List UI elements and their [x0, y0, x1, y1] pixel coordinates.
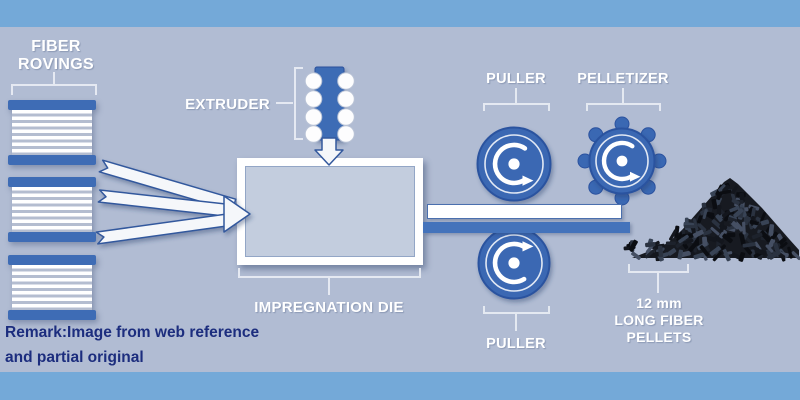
rotation-arrowhead: [522, 175, 534, 186]
feed-arrowhead: [223, 195, 251, 233]
puller-bottom-bracket: [483, 306, 550, 331]
spool-flange: [8, 177, 96, 187]
pellets-label-line2: LONG FIBER: [614, 311, 704, 328]
spool-flange: [8, 255, 96, 265]
pelletizer-label: PELLETIZER: [577, 71, 669, 87]
fiber-rovings-label-line1: FIBER: [31, 38, 81, 55]
remark-line1: Remark:Image from web reference: [5, 324, 260, 341]
remark-line2: and partial original: [5, 349, 144, 366]
puller-top-bracket: [483, 88, 550, 111]
fiber-roving-spool: [8, 255, 96, 320]
fiber-roving-spool: [8, 177, 96, 242]
puller-top-label: PULLER: [486, 71, 546, 87]
spool-flange: [8, 155, 96, 165]
spool-windings: [12, 265, 92, 310]
pellets-label: 12 mm LONG FIBER PELLETS: [600, 295, 718, 345]
fiber-rovings-label-line2: ROVINGS: [18, 55, 94, 73]
puller-bottom-label: PULLER: [486, 336, 546, 352]
pelletizer-bracket: [586, 88, 661, 111]
feed-arrow-shaft: [95, 212, 236, 245]
extruder-label: EXTRUDER: [185, 96, 270, 113]
feed-arrows: [95, 159, 251, 245]
pellet-pile-texture: [623, 182, 800, 262]
pellets-label-line1: 12 mm: [636, 295, 682, 311]
rotation-arrow-icon: [601, 140, 635, 182]
extruder-bracket: [276, 67, 303, 140]
spool-windings: [12, 110, 92, 155]
fiber-rovings-label: FIBER ROVINGS: [0, 38, 112, 74]
extruder-down-arrow-icon: [314, 137, 344, 166]
extruder-heater-rings: [304, 72, 355, 143]
pellets-bracket: [628, 264, 689, 293]
rotation-arrowhead: [522, 241, 534, 252]
roller-axle-dot: [508, 257, 520, 269]
strand-bar-blue: [423, 222, 630, 233]
impregnation-die-cavity: [245, 166, 415, 257]
rotation-arrow-icon: [492, 142, 528, 186]
puller-roller-bottom-icon: [477, 226, 551, 300]
fiber-rovings-bracket: [11, 72, 97, 95]
fiber-roving-spool: [8, 100, 96, 165]
rotation-arrowhead: [630, 171, 641, 182]
roller-axle-dot: [508, 158, 520, 170]
impregnation-die-label: IMPREGNATION DIE: [254, 299, 404, 316]
pellets-label-line3: PELLETS: [626, 328, 692, 345]
pelletizer-gear-icon: [577, 116, 667, 206]
puller-roller-top-icon: [476, 126, 552, 202]
extruder-icon: [304, 66, 355, 166]
feed-arrow-shaft: [98, 159, 237, 212]
rotation-arrow-icon: [492, 241, 528, 285]
gear-axle-dot: [616, 155, 628, 167]
spool-flange: [8, 100, 96, 110]
feed-arrow-shaft: [97, 189, 236, 218]
impregnation-die-bracket: [238, 268, 421, 295]
spool-windings: [12, 187, 92, 232]
pellet-pile-mound: [632, 178, 799, 258]
top-border-band: [0, 0, 800, 27]
pellet-pile: [623, 178, 800, 262]
remark-note: Remark:Image from web reference and part…: [5, 320, 259, 370]
impregnation-die-box: [237, 158, 423, 265]
spool-flange: [8, 310, 96, 320]
spool-flange: [8, 232, 96, 242]
bottom-border-band: [0, 372, 800, 400]
strand-bar-white: [427, 204, 622, 219]
